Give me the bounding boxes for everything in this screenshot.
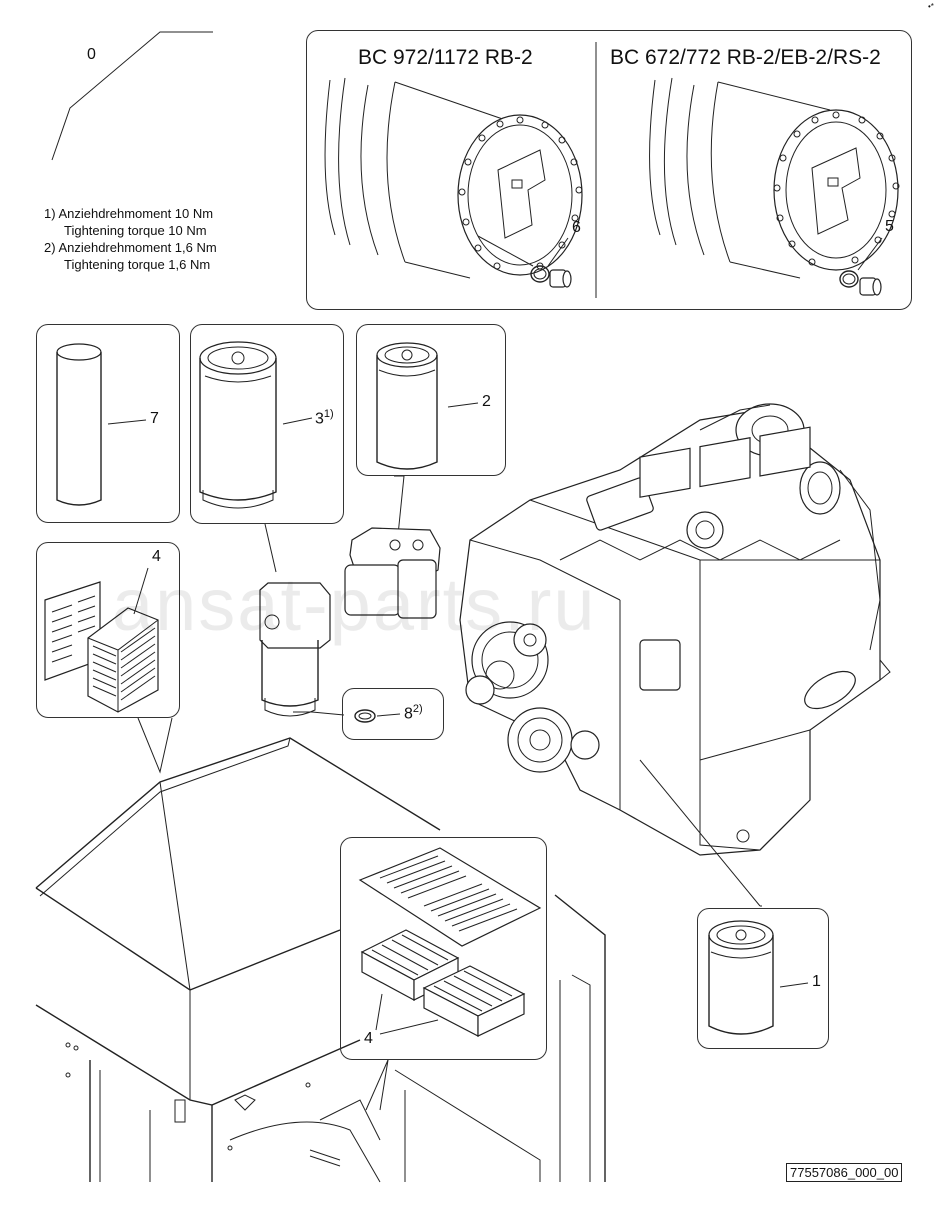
callout-3: 31)	[315, 408, 334, 428]
drain-plug-5-drawing	[859, 277, 882, 296]
engine-drawing	[459, 403, 891, 907]
corner-mark: •*	[928, 2, 934, 11]
watermark: ansat-parts.ru	[112, 563, 597, 646]
pointer-3	[264, 523, 277, 573]
note-1-de: 1) Anziehdrehmoment 10 Nm	[44, 206, 214, 221]
pointer-2	[394, 475, 405, 536]
filter-cartridge-7-drawing	[56, 343, 102, 506]
torque-notes: 1) Anziehdrehmoment 10 Nm Tightening tor…	[44, 205, 217, 273]
vent-grille-4-drawing	[358, 847, 542, 947]
cabin-filter-4b-drawing	[422, 965, 526, 1037]
callout-1: 1	[812, 973, 821, 990]
heading-bc672: BC 672/772 RB-2/EB-2/RS-2	[610, 46, 881, 69]
leader-8	[376, 713, 401, 717]
callout-7: 7	[150, 410, 159, 427]
callout-8-number: 8	[404, 705, 413, 723]
callout-3-footnote: 1)	[323, 408, 334, 420]
callout-8-footnote: 2)	[412, 703, 423, 715]
leader-4-bottom-b	[379, 1019, 439, 1035]
callout-6: 6	[572, 219, 581, 236]
filter-housing-drawing	[259, 527, 441, 717]
filter-2-panel	[356, 324, 506, 476]
seal-ring-6-drawing	[530, 265, 550, 283]
seal-ring-8-panel	[342, 688, 444, 740]
filter-1-drawing	[708, 920, 774, 1035]
document-id: 77557086_000_00	[786, 1163, 903, 1182]
callout-2: 2	[482, 393, 491, 410]
callout-3-number: 3	[315, 410, 324, 428]
drain-plug-6-drawing	[549, 269, 572, 288]
pointer-4-bottom-b	[379, 1059, 389, 1111]
note-2-en: Tightening torque 1,6 Nm	[64, 257, 211, 272]
pointer-4-left	[137, 717, 173, 774]
leader-7	[107, 419, 147, 425]
note-1-en: Tightening torque 10 Nm	[64, 223, 207, 238]
cab-drawing	[35, 737, 606, 1183]
note-2-de: 2) Anziehdrehmoment 1,6 Nm	[44, 240, 217, 255]
filter-3-drawing	[199, 341, 277, 509]
axle-hub-panel	[306, 30, 912, 310]
air-filter-panel-4-drawing	[44, 581, 159, 713]
callout-8: 82)	[404, 703, 423, 723]
pointer-4-bottom-a	[365, 1059, 389, 1111]
leader-5	[857, 237, 883, 271]
filter-1-panel	[697, 908, 829, 1049]
pointer-8	[293, 711, 345, 716]
leader-2	[447, 402, 479, 408]
leader-1	[779, 982, 809, 988]
callout-5: 5	[885, 218, 894, 235]
filter-2-drawing	[376, 342, 438, 470]
leader-4-bottom-a	[375, 993, 383, 1031]
leader-4-left	[133, 567, 149, 615]
callout-0: 0	[87, 46, 96, 63]
leader-3	[282, 417, 313, 425]
callout-4-left: 4	[152, 548, 161, 565]
leader-0	[51, 31, 213, 161]
axle-hub-right-bolts	[773, 111, 900, 266]
pointer-1	[639, 759, 761, 907]
axle-hub-left-drawing	[324, 77, 583, 279]
heading-bc972: BC 972/1172 RB-2	[358, 46, 533, 69]
air-filter-4-panel	[36, 542, 180, 718]
leader-6	[547, 237, 569, 267]
cabin-filter-4-panel	[340, 837, 547, 1060]
seal-ring-5-drawing	[839, 270, 859, 288]
axle-hub-right-drawing	[649, 77, 899, 279]
filter-7-panel	[36, 324, 180, 523]
seal-ring-8-drawing	[354, 709, 376, 723]
filter-3-panel	[190, 324, 344, 524]
axle-hub-left-bolts	[458, 116, 583, 270]
callout-4-bottom: 4	[364, 1030, 373, 1047]
